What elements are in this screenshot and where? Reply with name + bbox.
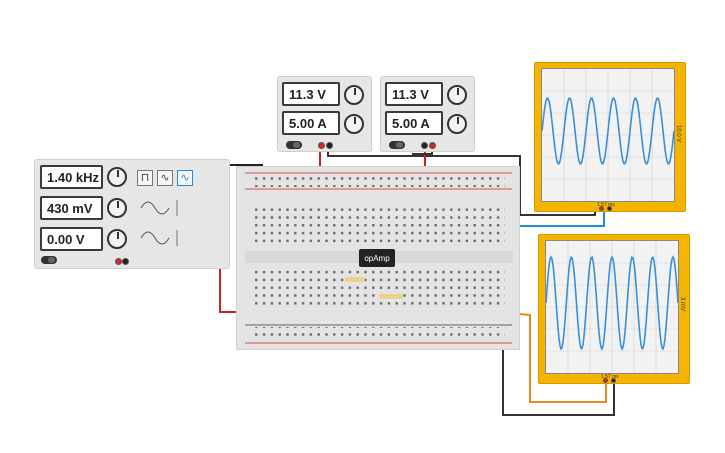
frequency-display: 1.40 kHz [40,165,103,189]
oscilloscope-top-vscale: 10.0 V [675,125,681,143]
oscilloscope-bottom-vscale: 3 mV [679,297,685,312]
oscilloscope-bottom-timebase: 1.57 ms [601,374,619,380]
oscilloscope-bottom-probe-positive[interactable] [603,378,608,383]
oscilloscope-bottom-screen [545,240,679,374]
negative-terminal[interactable] [122,258,129,265]
waveform-preview-icon [140,200,178,246]
breadboard-holes [245,172,513,344]
ps1-voltage-knob[interactable] [344,85,364,105]
oscilloscope-top-screen [541,68,675,202]
amplitude-display: 430 mV [40,196,103,220]
dc-offset-display: 0.00 V [40,227,103,251]
oscilloscope-top: 10.0 V 1.57 ms [534,62,686,212]
ps2-voltage-knob[interactable] [447,85,467,105]
oscilloscope-bottom: 3 mV 1.57 ms [538,234,690,384]
resistor-1[interactable] [345,277,365,282]
power-supply-2: 11.3 V 5.00 A [380,76,475,152]
oscilloscope-top-timebase: 1.57 ms [597,202,615,208]
oscilloscope-top-probe-positive[interactable] [599,206,604,211]
ps2-power-toggle[interactable] [389,141,405,149]
ps1-current-knob[interactable] [344,114,364,134]
power-supply-1: 11.3 V 5.00 A [277,76,372,152]
oscilloscope-top-probe-ground[interactable] [607,206,612,211]
oscilloscope-top-trace [542,69,674,201]
ps1-positive-terminal[interactable] [318,142,325,149]
op-amp-ic[interactable]: opAmp [359,249,395,267]
ps1-power-toggle[interactable] [286,141,302,149]
oscilloscope-bottom-probe-ground[interactable] [611,378,616,383]
oscilloscope-bottom-trace [546,241,678,373]
square-wave-icon[interactable]: ⊓ [137,170,153,186]
ps2-negative-terminal[interactable] [421,142,428,149]
resistor-2[interactable] [379,294,403,299]
ps1-voltage-display: 11.3 V [282,82,340,106]
ps1-negative-terminal[interactable] [326,142,333,149]
sine-wave-icon[interactable]: ∿ [177,170,193,186]
triangle-wave-icon[interactable]: ∿ [157,170,173,186]
ps2-voltage-display: 11.3 V [385,82,443,106]
ps2-current-knob[interactable] [447,114,467,134]
breadboard: opAmp [236,166,520,350]
frequency-knob[interactable] [107,167,127,187]
ps1-current-display: 5.00 A [282,111,340,135]
amplitude-knob[interactable] [107,198,127,218]
power-toggle[interactable] [41,256,57,264]
positive-terminal[interactable] [115,258,122,265]
ps2-positive-terminal[interactable] [429,142,436,149]
dc-offset-knob[interactable] [107,229,127,249]
ps2-current-display: 5.00 A [385,111,443,135]
wire-black-ps1 [327,148,596,216]
function-generator: 1.40 kHz 430 mV 0.00 V ⊓ ∿ ∿ [34,159,230,269]
